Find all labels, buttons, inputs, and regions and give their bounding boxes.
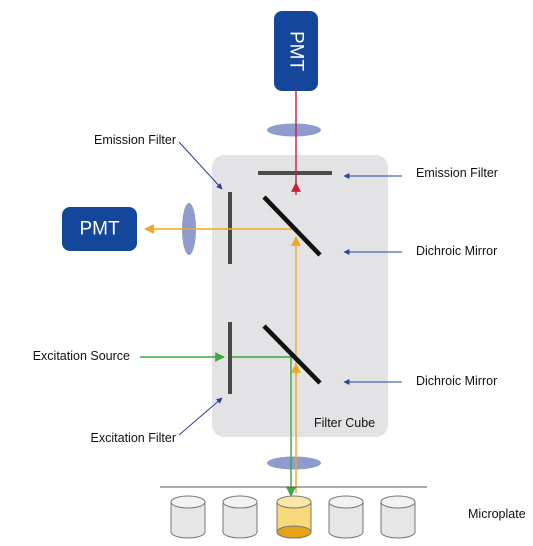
label-filter-cube: Filter Cube — [314, 416, 375, 430]
label-emission-filter-left: Emission Filter — [94, 133, 176, 147]
pmt-left-label: PMT — [79, 219, 120, 240]
label-excitation-filter: Excitation Filter — [91, 431, 176, 445]
microplate-well — [222, 495, 258, 539]
microplate-well — [328, 495, 364, 539]
pmt-top: PMT — [274, 11, 318, 91]
emission-filter-left-bar — [228, 192, 232, 264]
pmt-top-label: PMT — [286, 31, 307, 72]
label-excitation-source: Excitation Source — [33, 349, 130, 363]
label-dichroic-mirror-lower: Dichroic Mirror — [416, 374, 497, 388]
pmt-left: PMT — [62, 207, 137, 251]
microplate-well — [170, 495, 206, 539]
lens-bottom — [267, 456, 321, 470]
lens-top — [267, 123, 321, 137]
excitation-beam-green-path — [232, 356, 296, 497]
label-emission-filter-right: Emission Filter — [416, 166, 498, 180]
microplate-well-active — [276, 495, 312, 539]
microplate-well — [380, 495, 416, 539]
pointer-excitation-filter — [178, 397, 223, 436]
filter-cube — [212, 155, 388, 437]
pointer-emission-filter-left — [178, 141, 223, 190]
dichroic-mirror-lower — [262, 324, 322, 385]
dichroic-mirror-upper — [262, 195, 322, 257]
excitation-filter-bar — [228, 322, 232, 394]
label-microplate: Microplate — [468, 507, 526, 521]
label-dichroic-mirror-upper: Dichroic Mirror — [416, 244, 497, 258]
emission-filter-top-bar — [258, 171, 332, 175]
